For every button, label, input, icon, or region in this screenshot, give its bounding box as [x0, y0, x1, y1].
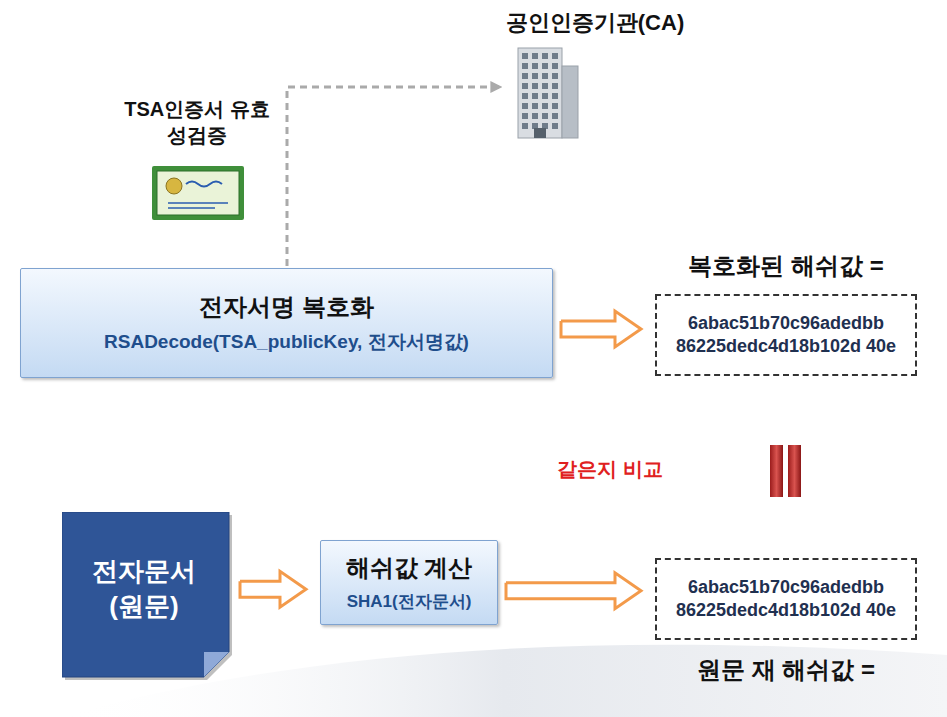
process-box: 전자서명 복호화 RSADecode(TSA_publicKey, 전자서명값): [20, 268, 553, 378]
node-text: 6abac51b70c96adedbb 86225dedc4d18b102d 4…: [671, 312, 901, 359]
dashed-frame: 6abac51b70c96adedbb 86225dedc4d18b102d 4…: [655, 294, 917, 376]
node-text: 6abac51b70c96adedbb 86225dedc4d18b102d 4…: [671, 576, 901, 623]
dashed-frame: 6abac51b70c96adedbb 86225dedc4d18b102d 4…: [655, 558, 917, 640]
node-text: 원문 재 해쉬값 =: [655, 654, 917, 686]
edge-label: TSA인증서 유효성검증: [122, 96, 272, 148]
node-text: 복호화된 해쉬값 =: [655, 250, 917, 282]
node-text: SHA1(전자문서): [347, 590, 472, 613]
authority-node: 공인인증기관(CA): [470, 8, 720, 140]
equals-symbol: [770, 445, 801, 497]
certificate-icon: [152, 166, 244, 220]
node-text: 전자문서 (원문): [80, 554, 208, 624]
process-box: 해쉬값 계산 SHA1(전자문서): [320, 540, 498, 625]
document-shape: 전자문서 (원문): [62, 512, 232, 680]
node-text: 해쉬값 계산: [346, 552, 473, 584]
node-text: 공인인증기관(CA): [470, 8, 720, 38]
hash-result-box: 복호화된 해쉬값 = 6abac51b70c96adedbb 86225dedc4…: [655, 250, 917, 376]
node-text: 전자서명 복호화: [199, 291, 374, 323]
hash-result-box: 6abac51b70c96adedbb 86225dedc4d18b102d 4…: [655, 558, 917, 686]
hollow-arrow: [561, 311, 641, 347]
note-label: 같은지 비교: [545, 456, 675, 483]
node-text: RSADecode(TSA_publicKey, 전자서명값): [104, 329, 469, 355]
dashed-arrow: [287, 87, 500, 266]
building-icon: [510, 44, 580, 140]
hollow-arrow: [240, 571, 306, 607]
hollow-arrow: [506, 573, 641, 609]
